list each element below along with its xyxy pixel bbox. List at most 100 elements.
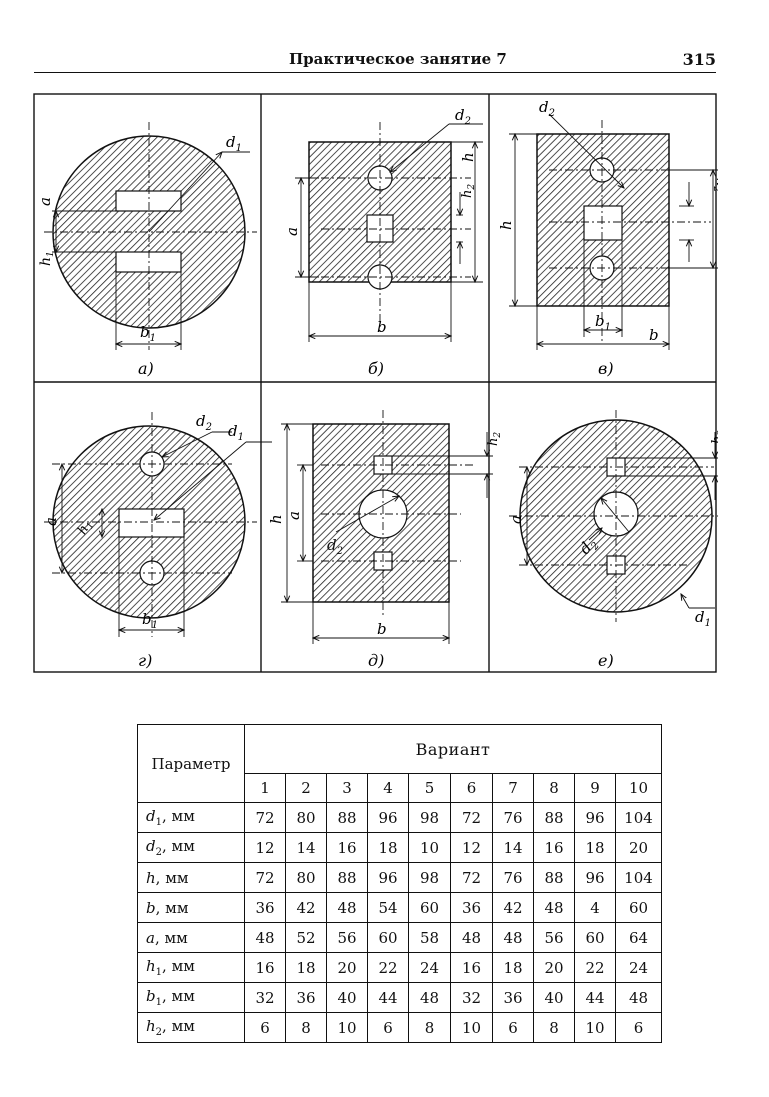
parameter-unit: , мм — [161, 987, 195, 1005]
variant-number: 8 — [533, 773, 575, 803]
table-cell: 98 — [408, 862, 451, 893]
svg-text:d1: d1 — [695, 608, 711, 629]
table-cell: 6 — [367, 1012, 409, 1043]
parameter-name: h, мм — [137, 862, 245, 893]
parameter-symbol: b — [146, 898, 156, 917]
table-cell: 24 — [615, 952, 662, 983]
svg-text:d2: d2 — [539, 98, 555, 119]
table-cell: 72 — [244, 802, 286, 833]
svg-text:h: h — [267, 514, 285, 524]
svg-text:a: a — [715, 224, 718, 233]
caption-d: д) — [368, 651, 384, 670]
svg-text:a: a — [283, 227, 301, 236]
table-cell: 16 — [450, 952, 493, 983]
table-cell: 72 — [244, 862, 286, 893]
figure-grid — [33, 93, 717, 673]
svg-text:h1: h1 — [38, 251, 56, 266]
table-cell: 96 — [574, 802, 616, 833]
caption-e: е) — [598, 651, 614, 670]
parameter-symbol: a — [146, 928, 155, 947]
running-title: Практическое занятие 7 — [289, 50, 507, 68]
table-cell: 64 — [615, 922, 662, 953]
table-cell: 44 — [574, 982, 616, 1013]
table-cell: 6 — [615, 1012, 662, 1043]
panel-v: d2 h h2 a b1 b — [497, 98, 718, 350]
variant-number: 3 — [326, 773, 368, 803]
table-cell: 32 — [244, 982, 286, 1013]
table-cell: 16 — [326, 832, 368, 863]
table-cell: 96 — [574, 862, 616, 893]
panel-d: h2 h a d2 b — [267, 410, 503, 644]
table-cell: 40 — [533, 982, 575, 1013]
table-cell: 12 — [450, 832, 493, 863]
variant-number: 6 — [450, 773, 493, 803]
header-rule — [34, 72, 716, 73]
parameter-unit: , мм — [161, 837, 195, 855]
panel-a: d1 a h1 b1 — [36, 122, 257, 350]
table-cell: 48 — [450, 922, 493, 953]
parameter-unit: , мм — [155, 868, 189, 887]
page-header: Практическое занятие 7 315 — [34, 48, 716, 74]
parameter-unit: , мм — [155, 898, 189, 917]
panel-g: d2 d1 a h1 b1 — [42, 412, 272, 637]
table-cell: 104 — [615, 802, 662, 833]
table-cell: 88 — [326, 862, 368, 893]
table-cell: 4 — [574, 892, 616, 923]
table-cell: 48 — [615, 982, 662, 1013]
parameter-subscript: 1 — [155, 817, 162, 828]
panel-b: d2 a h h2 b — [283, 106, 483, 342]
table-cell: 98 — [408, 802, 451, 833]
table-cell: 48 — [326, 892, 368, 923]
table-cell: 20 — [533, 952, 575, 983]
parameter-symbol: h — [146, 868, 156, 887]
table-cell: 60 — [574, 922, 616, 953]
table-cell: 6 — [492, 1012, 534, 1043]
table-cell: 60 — [408, 892, 451, 923]
svg-text:h2: h2 — [711, 178, 718, 192]
param-header: Параметр — [137, 724, 245, 803]
caption-g: г) — [138, 651, 152, 670]
table-cell: 48 — [533, 892, 575, 923]
parameter-subscript: 2 — [155, 847, 162, 858]
table-cell: 20 — [615, 832, 662, 863]
parameter-symbol: h — [146, 957, 156, 975]
variant-number: 2 — [285, 773, 327, 803]
table-cell: 60 — [367, 922, 409, 953]
table-cell: 36 — [285, 982, 327, 1013]
table-cell: 42 — [285, 892, 327, 923]
svg-text:a: a — [285, 511, 303, 520]
table-cell: 16 — [533, 832, 575, 863]
svg-text:d1: d1 — [226, 133, 242, 154]
parameter-name: h1, мм — [137, 952, 245, 983]
parameter-subscript: 2 — [155, 1027, 163, 1038]
table-cell: 48 — [492, 922, 534, 953]
cross-section-figures: d1 a h1 b1 — [33, 93, 718, 673]
svg-text:d2: d2 — [455, 106, 471, 127]
svg-text:a: a — [42, 517, 60, 526]
table-cell: 88 — [326, 802, 368, 833]
variant-number: 1 — [244, 773, 286, 803]
parameter-unit: , мм — [161, 807, 195, 825]
caption-b: б) — [368, 359, 384, 378]
table-cell: 16 — [244, 952, 286, 983]
parameter-subscript: 1 — [155, 967, 163, 978]
table-cell: 18 — [367, 832, 409, 863]
variant-number: 9 — [574, 773, 616, 803]
svg-text:h2: h2 — [460, 184, 477, 198]
table-cell: 6 — [244, 1012, 286, 1043]
table-cell: 80 — [285, 862, 327, 893]
parameter-name: b, мм — [137, 892, 245, 923]
table-cell: 8 — [285, 1012, 327, 1043]
parameter-name: d2, мм — [137, 832, 245, 863]
panel-captions: а) б) в) г) д) е) — [138, 359, 614, 670]
svg-text:d1: d1 — [228, 422, 244, 443]
variant-number: 10 — [615, 773, 662, 803]
table-cell: 96 — [367, 802, 409, 833]
table-cell: 58 — [408, 922, 451, 953]
